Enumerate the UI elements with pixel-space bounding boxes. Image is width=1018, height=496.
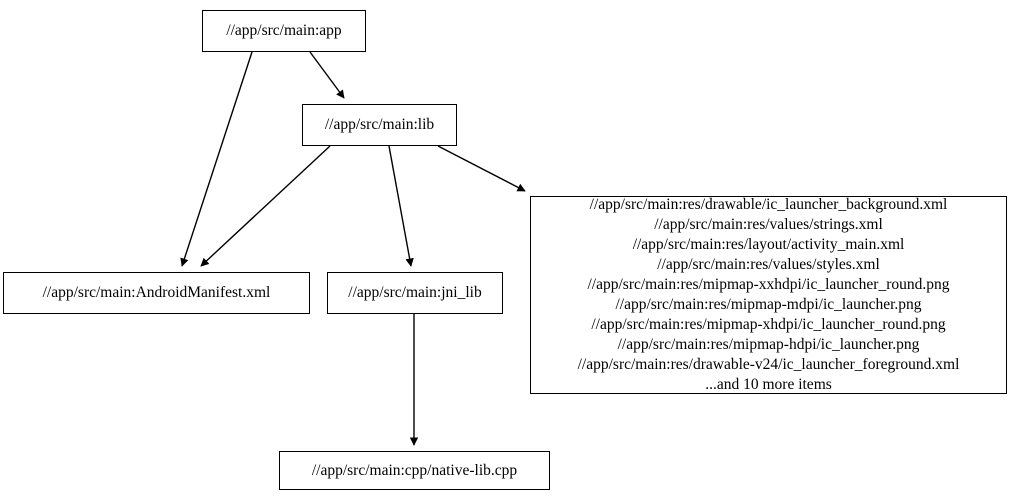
graph-node-label: //app/src/main:lib	[324, 116, 435, 133]
graph-node-res_group[interactable]: //app/src/main:res/drawable/ic_launcher_…	[530, 196, 1007, 394]
graph-node-label: //app/src/main:jni_lib	[348, 284, 482, 301]
graph-node-label: //app/src/main:cpp/native-lib.cpp	[311, 461, 518, 479]
graph-edge-lib-to-jni_lib	[388, 145, 414, 267]
graph-node-label: //app/src/main:app	[226, 22, 342, 39]
graph-node-label: //app/src/main:res/drawable/ic_launcher_…	[577, 196, 960, 393]
graph-edge-lib-to-res_group	[437, 145, 526, 192]
graph-node-lib[interactable]: //app/src/main:lib	[302, 104, 457, 146]
graph-node-jni_lib[interactable]: //app/src/main:jni_lib	[327, 272, 503, 314]
graph-node-label: //app/src/main:AndroidManifest.xml	[42, 284, 271, 301]
graph-edge-lib-to-manifest	[200, 145, 331, 267]
graph-node-app[interactable]: //app/src/main:app	[202, 10, 366, 52]
graph-edge-app-to-manifest	[180, 51, 253, 267]
graph-node-native_lib[interactable]: //app/src/main:cpp/native-lib.cpp	[279, 451, 550, 490]
graph-node-manifest[interactable]: //app/src/main:AndroidManifest.xml	[3, 272, 310, 314]
graph-edge-app-to-lib	[309, 51, 345, 99]
